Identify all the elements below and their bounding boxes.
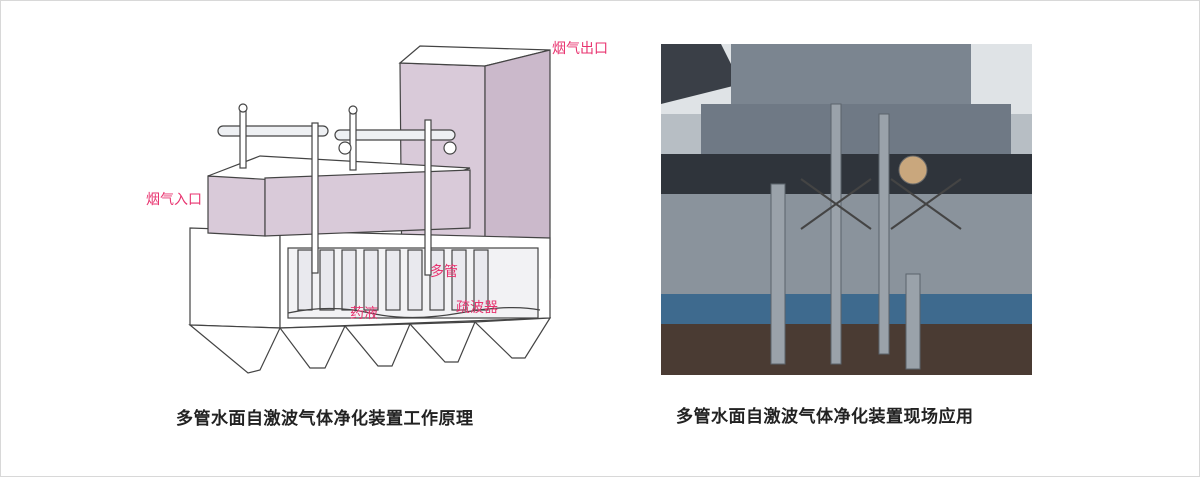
housing-front <box>189 227 281 329</box>
principle-diagram: 烟气出口 烟气入口 多管 药液 疏波器 <box>130 28 630 388</box>
inlet-duct-side <box>264 169 471 237</box>
hopper-2 <box>278 325 346 369</box>
vertical-pipe-3 <box>878 113 890 355</box>
label-liquid: 药液 <box>350 306 378 322</box>
site-photo <box>661 44 1032 375</box>
hopper-4 <box>408 321 476 363</box>
vertical-pipe-4 <box>905 273 921 370</box>
label-swirl: 疏波器 <box>456 300 498 316</box>
vertical-pipe-1 <box>770 183 786 365</box>
hopper-5 <box>473 317 552 359</box>
inlet-duct-front <box>207 175 266 237</box>
hopper-1 <box>188 324 281 374</box>
caption-principle: 多管水面自激波气体净化装置工作原理 <box>176 409 474 429</box>
vertical-pipe-2 <box>830 103 842 365</box>
hopper-3 <box>343 323 411 367</box>
label-inlet: 烟气入口 <box>146 192 202 208</box>
label-outlet: 烟气出口 <box>552 41 608 57</box>
caption-site-application: 多管水面自激波气体净化装置现场应用 <box>676 407 974 427</box>
label-multi-tube: 多管 <box>430 263 458 280</box>
